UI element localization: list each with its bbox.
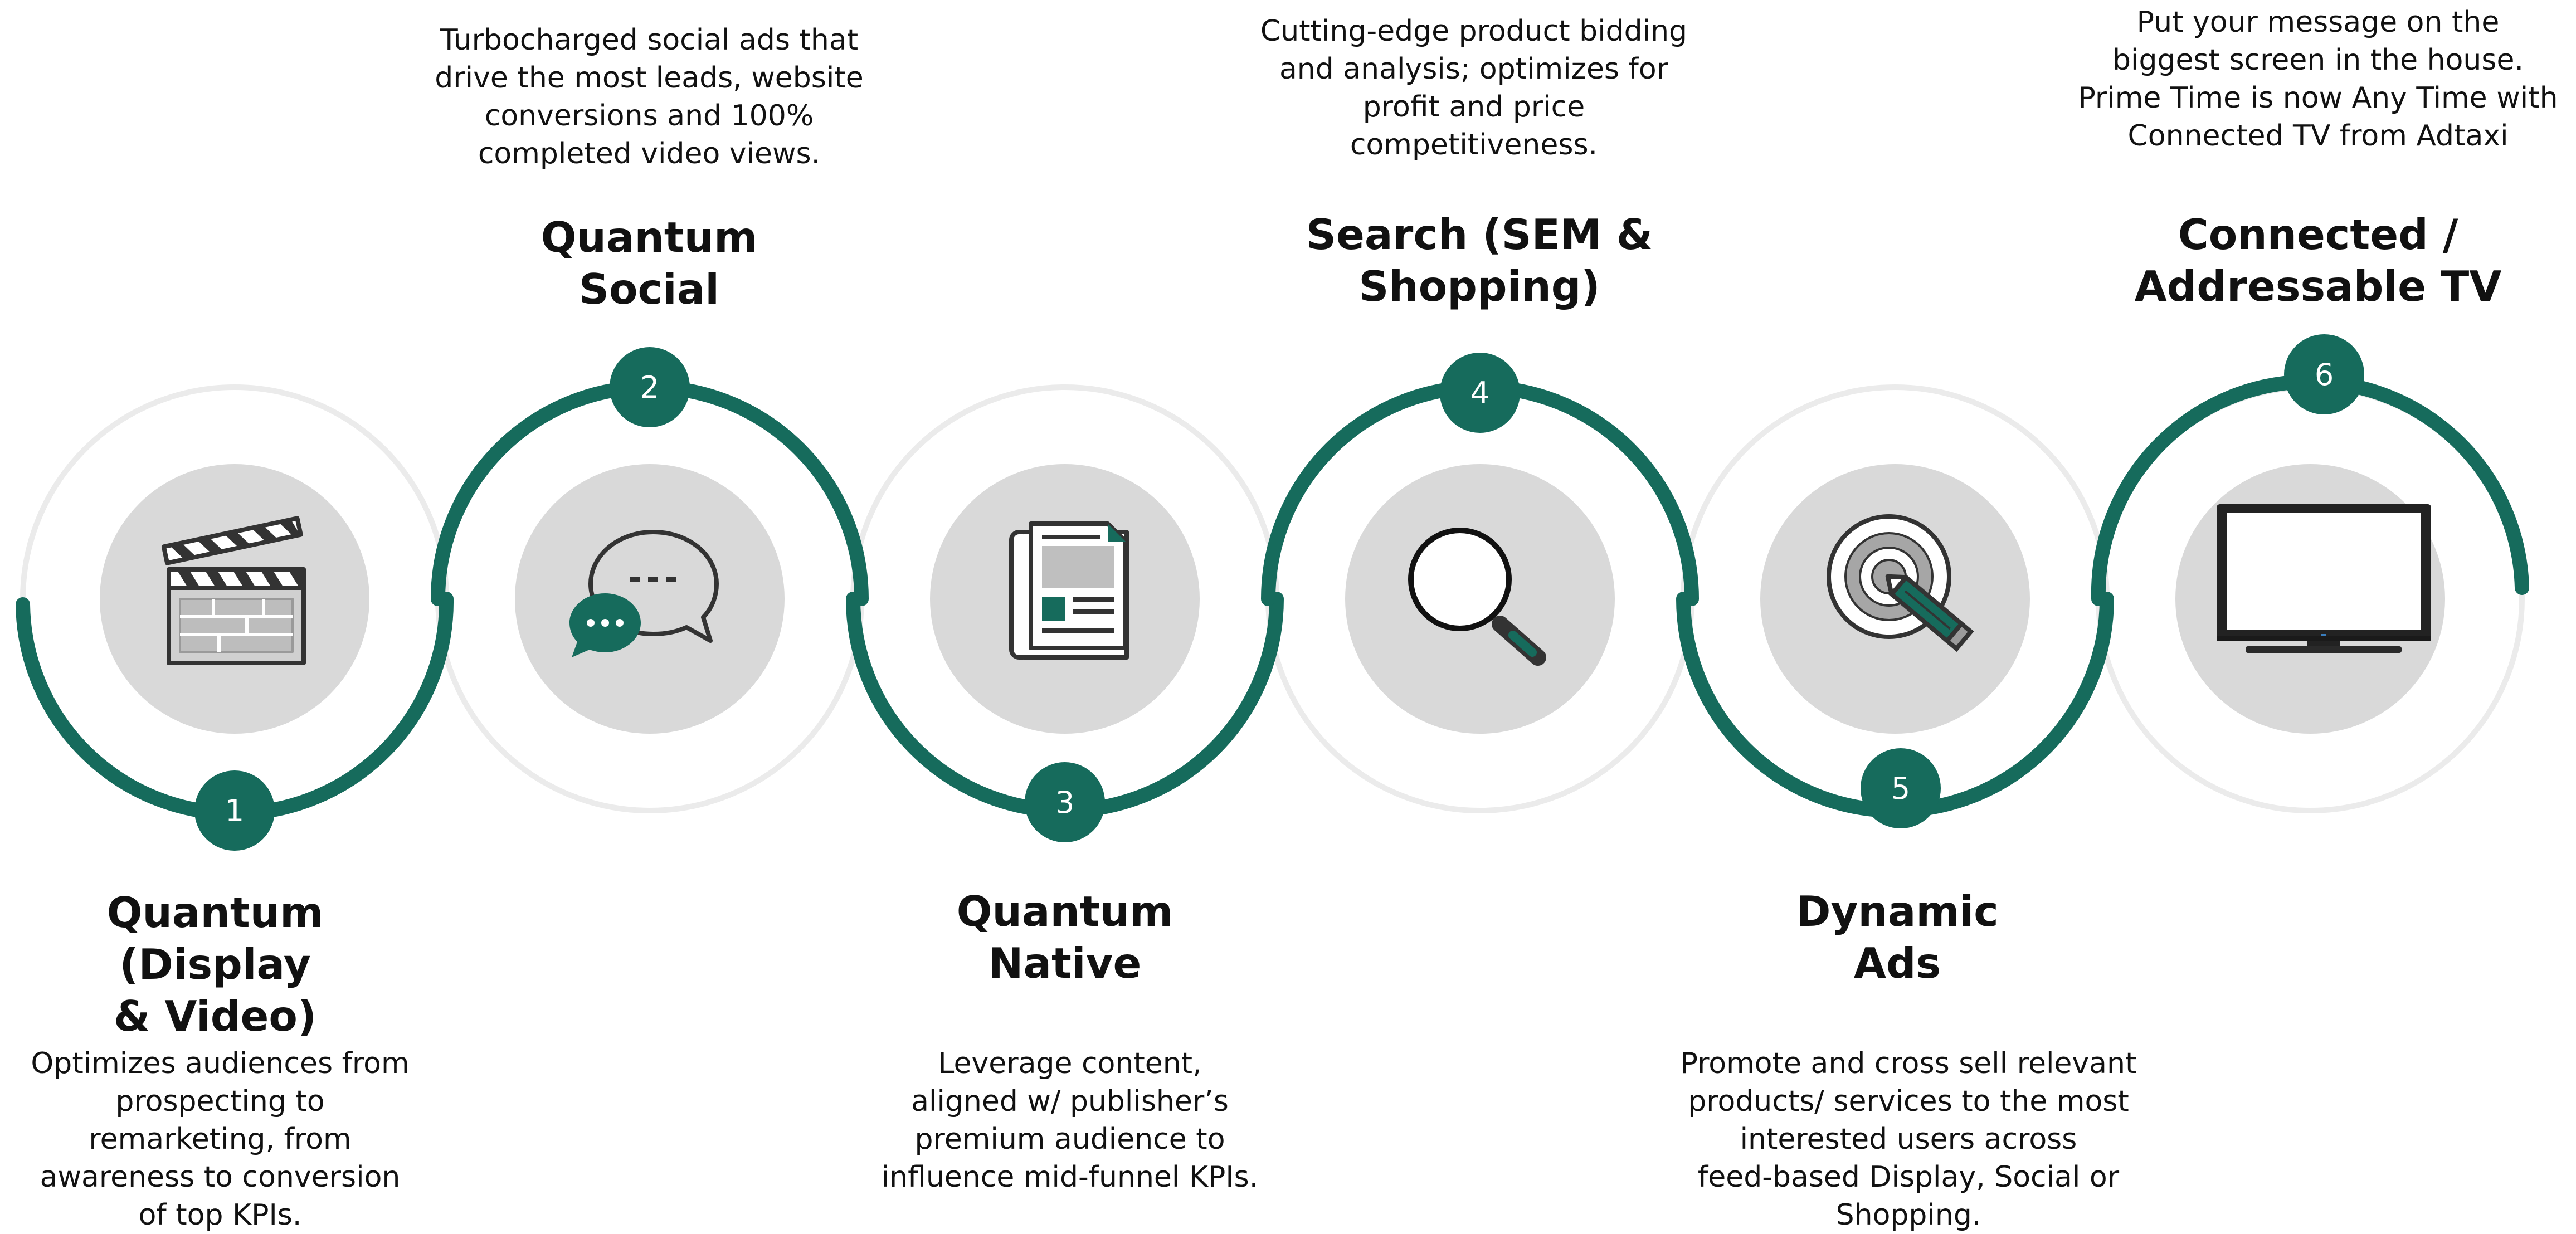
- step-5-title: Dynamic Ads: [1796, 887, 1999, 988]
- step-number-1: 1: [225, 793, 244, 828]
- step-6-description: Put your message on the biggest screen i…: [2078, 6, 2558, 153]
- step-number-6: 6: [2315, 357, 2334, 392]
- magnifier-icon: [1408, 528, 1546, 666]
- step-number-3: 3: [1055, 785, 1074, 820]
- tv-icon: [2217, 504, 2431, 653]
- step-2-title: Quantum Social: [540, 213, 758, 314]
- badge-4: 4: [1440, 353, 1520, 433]
- chat-bubbles-icon: [569, 530, 719, 657]
- disc-2: [515, 464, 785, 734]
- step-4-title: Search (SEM & Shopping): [1306, 210, 1653, 311]
- step-number-2: 2: [640, 370, 659, 405]
- step-4-description: Cutting-edge product bidding and analysi…: [1260, 14, 1688, 162]
- step-number-4: 4: [1470, 375, 1489, 411]
- badge-2: 2: [610, 347, 690, 427]
- step-1-title: Quantum (Display & Video): [106, 888, 324, 1041]
- badge-5: 5: [1861, 748, 1941, 828]
- step-1-description: Optimizes audiences from prospecting to …: [31, 1047, 410, 1232]
- step-3-title: Quantum Native: [956, 887, 1173, 988]
- badge-3: 3: [1025, 762, 1105, 842]
- badge-1: 1: [194, 770, 275, 851]
- newspaper-icon: [1009, 521, 1129, 660]
- step-6-title: Connected / Addressable TV: [2134, 210, 2502, 311]
- step-5-description: Promote and cross sell relevant products…: [1680, 1047, 2137, 1232]
- connector-path: [16, 374, 2529, 821]
- step-2-description: Turbocharged social ads that drive the m…: [435, 23, 864, 170]
- badge-6: 6: [2284, 334, 2364, 414]
- step-3-description: Leverage content, aligned w/ publisher’s…: [881, 1047, 1259, 1194]
- target-pencil-icon: [1827, 514, 1974, 652]
- clapperboard-icon: [161, 516, 306, 665]
- step-number-5: 5: [1891, 771, 1910, 806]
